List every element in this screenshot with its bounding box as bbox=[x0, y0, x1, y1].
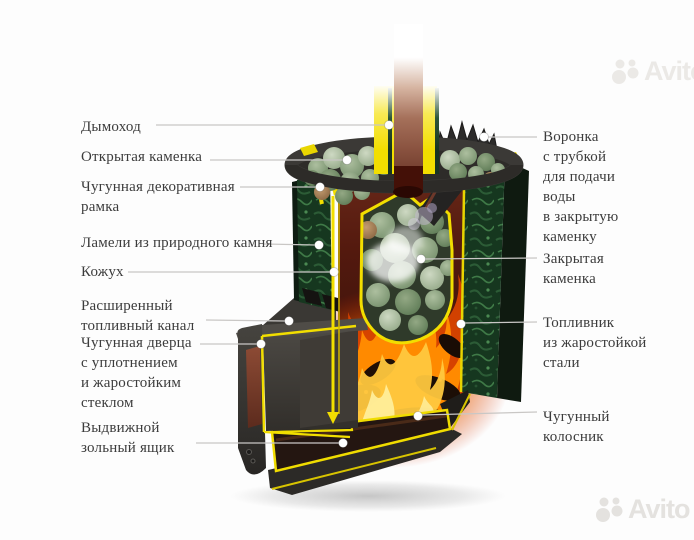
label-water-funnel: Воронка с трубкой для подачи воды в закр… bbox=[543, 129, 619, 245]
label-fuel-channel: Расширенный топливный канал bbox=[81, 298, 195, 334]
fuel-channel bbox=[236, 298, 368, 475]
label-cast-iron-frame: Чугунная декоративная рамка bbox=[81, 179, 235, 215]
label-stone-lamellas: Ламели из природного камня bbox=[81, 235, 273, 251]
door-glass bbox=[246, 346, 262, 428]
label-firebox: Топливник из жаростойкой стали bbox=[543, 315, 647, 371]
label-open-kamenka: Открытая каменка bbox=[81, 149, 203, 165]
label-closed-kamenka: Закрытая каменка bbox=[543, 251, 604, 287]
right-stone-wall bbox=[459, 150, 529, 402]
leader-dots bbox=[256, 120, 489, 448]
label-ash-box: Выдвижной зольный ящик bbox=[81, 420, 175, 456]
label-chimney: Дымоход bbox=[81, 119, 141, 135]
ash-box bbox=[268, 390, 471, 495]
label-grate: Чугунный колосник bbox=[543, 409, 610, 445]
chimney-pipe bbox=[374, 24, 439, 198]
leader-lines bbox=[128, 124, 538, 444]
funnel-steam bbox=[408, 203, 437, 230]
label-cast-iron-door: Чугунная дверца с уплотнением и жаростой… bbox=[81, 335, 192, 411]
steam-cloud bbox=[367, 226, 423, 282]
label-casing: Кожух bbox=[81, 264, 124, 280]
